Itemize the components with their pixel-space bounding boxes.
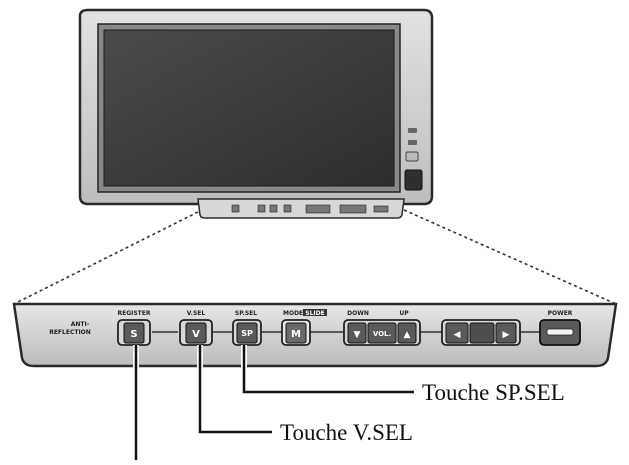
callout-lines [133, 345, 414, 460]
vol-label: VOL. [373, 330, 391, 338]
mini-button-v [257, 204, 266, 213]
side-sensor [404, 169, 423, 191]
vsel-button[interactable] [185, 322, 207, 344]
power-label: POWER [548, 310, 573, 317]
mini-button-s [231, 204, 240, 213]
vsel-callout-label: Touche V.SEL [280, 420, 413, 445]
mini-button-sp [269, 204, 278, 213]
mode-key: M [291, 329, 301, 340]
anti-reflection-label-2: REFLECTION [49, 329, 91, 336]
anti-reflection-label-1: ANTI- [71, 321, 90, 328]
monitor [78, 8, 434, 219]
down-label: DOWN [347, 310, 369, 317]
up-arrow-icon: ▲ [404, 330, 411, 340]
vol-center [367, 322, 397, 344]
monitor-screen [103, 29, 395, 187]
power-button-indicator [546, 328, 574, 336]
arrow-center [469, 322, 495, 344]
mini-button-arrows [339, 204, 367, 214]
register-button[interactable] [123, 322, 145, 344]
spsel-callout-line [242, 345, 414, 394]
control-panel: ANTI- REFLECTION REGISTER S V.SEL V SP.S… [12, 302, 618, 368]
left-arrow-icon: ◀ [454, 330, 461, 340]
vol-down-button[interactable] [347, 322, 367, 344]
register-label: REGISTER [117, 310, 150, 317]
spsel-callout-label: Touche SP.SEL [422, 380, 565, 405]
mode-button[interactable] [285, 322, 307, 344]
mini-control-strip [197, 198, 405, 219]
side-indicator-1 [408, 128, 417, 133]
vsel-key: V [192, 329, 200, 340]
vsel-callout-line [198, 345, 272, 434]
left-button[interactable] [445, 322, 469, 344]
spsel-key: SP [241, 329, 253, 338]
register-key: S [130, 329, 137, 340]
mode-label: MODE [283, 310, 303, 317]
slide-label-bg [303, 309, 327, 316]
mini-button-power [373, 205, 389, 213]
side-indicator-2 [408, 140, 417, 145]
spsel-label: SP.SEL [235, 310, 257, 317]
side-button[interactable] [405, 151, 419, 162]
mini-button-m [283, 204, 292, 213]
spsel-button[interactable] [236, 322, 258, 344]
vol-up-button[interactable] [397, 322, 417, 344]
zoom-line-right [403, 209, 617, 305]
slide-label: SLIDE [305, 310, 324, 317]
mini-button-vol [305, 204, 331, 214]
down-arrow-icon: ▼ [354, 330, 361, 340]
right-arrow-icon: ▶ [503, 330, 510, 340]
up-label: UP [399, 310, 409, 317]
zoom-line-left [13, 211, 199, 305]
vsel-label: V.SEL [187, 310, 206, 317]
right-button[interactable] [495, 322, 517, 344]
